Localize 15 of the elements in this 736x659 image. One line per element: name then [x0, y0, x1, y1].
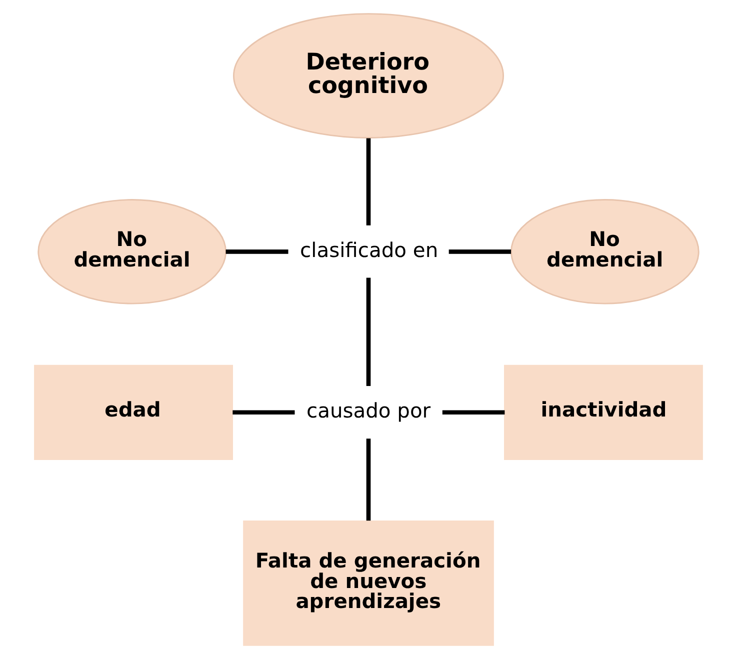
connector	[232, 410, 294, 415]
connector	[442, 410, 504, 415]
node-ellipse: No demencial	[510, 199, 699, 304]
connector	[366, 138, 370, 226]
connector	[225, 250, 288, 254]
node-box: edad	[34, 364, 232, 460]
node-box: Falta de generación de nuevos aprendizajes	[242, 520, 494, 646]
node-box: inactividad	[504, 364, 702, 460]
connector	[448, 250, 511, 254]
connector	[366, 438, 370, 521]
node-text: causado por	[306, 398, 430, 423]
node-text: clasificado en	[300, 238, 438, 262]
connector	[366, 278, 370, 386]
node-ellipse: No demencial	[37, 199, 226, 304]
node-ellipse: Deterioro cognitivo	[232, 13, 504, 138]
